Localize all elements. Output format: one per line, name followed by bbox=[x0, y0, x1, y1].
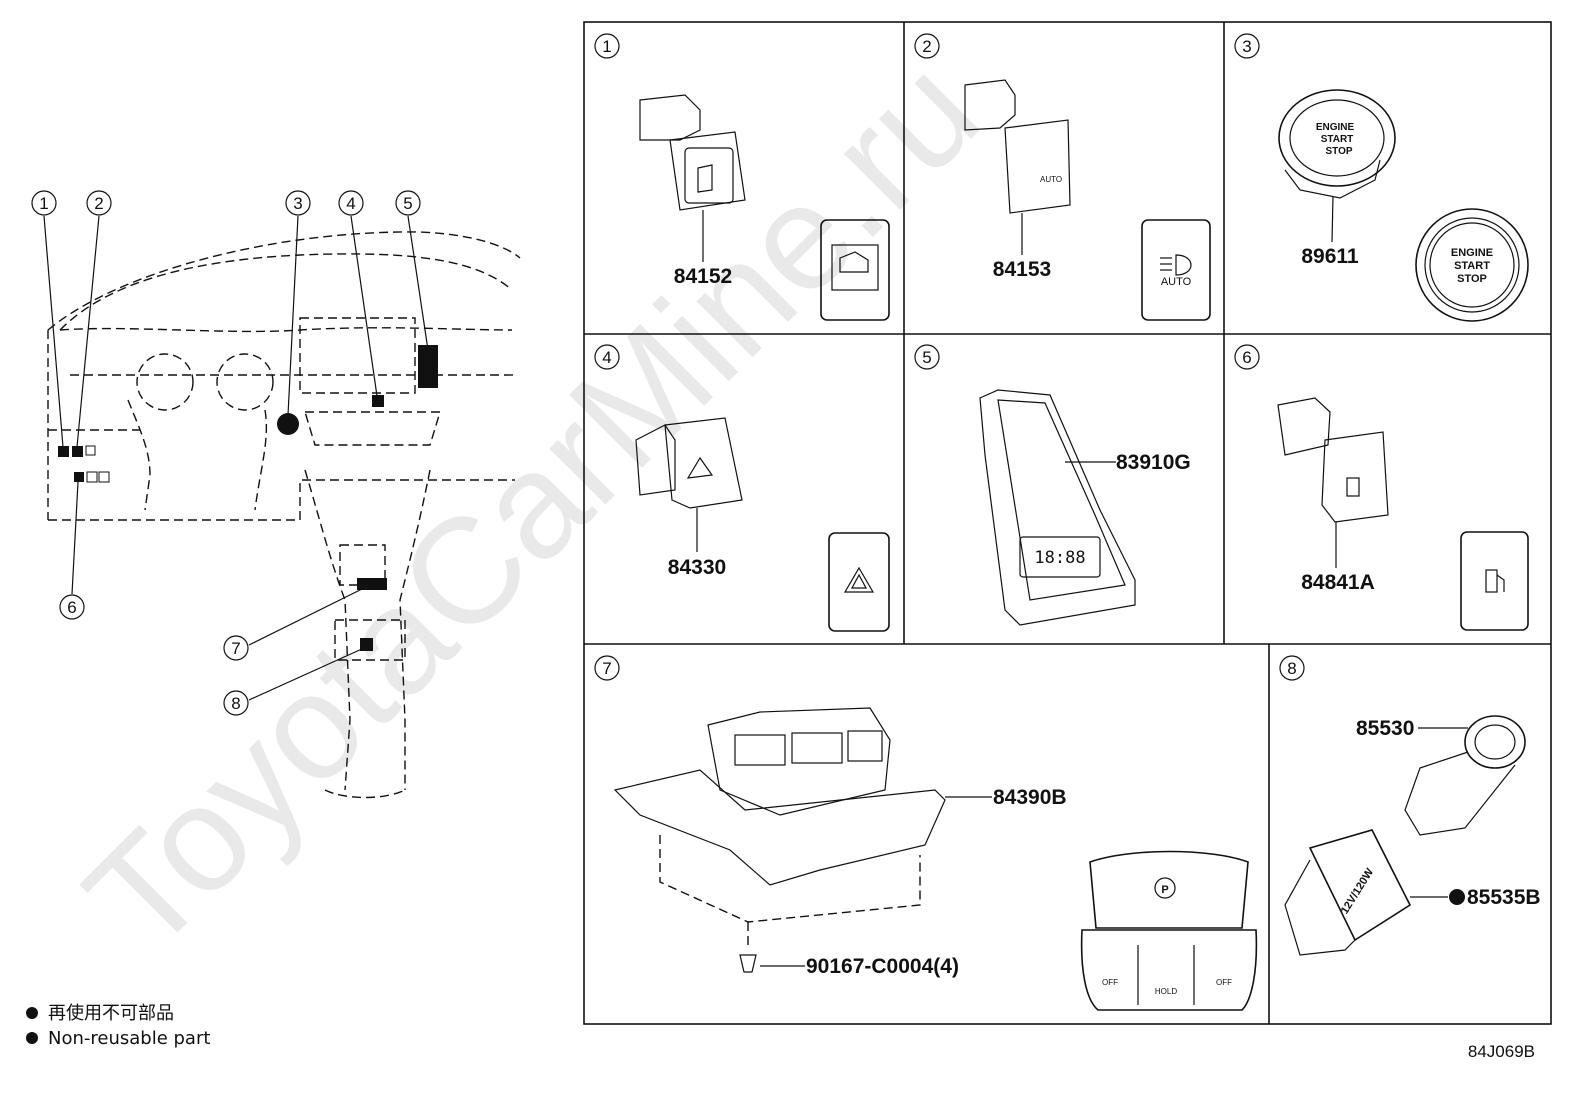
svg-text:START: START bbox=[1454, 260, 1490, 272]
part-number-84841A: 84841A bbox=[1301, 571, 1375, 594]
panel-3: 3 ENGINE START STOP 89611 ENGINE START S… bbox=[1234, 33, 1529, 322]
panel-6: 6 84841A bbox=[1234, 344, 1529, 631]
panel-5: 5 18:88 83910G bbox=[914, 344, 1191, 626]
panel-7: 7 84390B 90167-C0004(4) P OFF HOLD OFF bbox=[594, 655, 1258, 1011]
svg-text:6: 6 bbox=[67, 598, 76, 617]
parts-grid bbox=[583, 21, 1552, 1025]
switch-84152-drawing bbox=[639, 94, 746, 211]
panel-8: 8 85530 12V/120W 85535B bbox=[1279, 655, 1541, 956]
legend: 再使用不可部品 Non-reusable part bbox=[26, 1003, 210, 1049]
console-switch-assembly-drawing bbox=[613, 707, 946, 923]
svg-text:6: 6 bbox=[1242, 348, 1251, 367]
svg-text:P: P bbox=[1161, 884, 1168, 896]
engine-start-button-drawing: ENGINE START STOP bbox=[1278, 89, 1396, 199]
overview-callout-2: 2 bbox=[86, 190, 112, 216]
part-number-84152: 84152 bbox=[674, 265, 732, 288]
svg-text:3: 3 bbox=[293, 194, 302, 213]
power-outlet-85535B-drawing: 12V/120W bbox=[1284, 829, 1412, 956]
figure-code: 84J069B bbox=[1468, 1042, 1535, 1061]
svg-text:AUTO: AUTO bbox=[1040, 175, 1062, 184]
fuel-door-icon bbox=[1460, 531, 1529, 631]
svg-text:5: 5 bbox=[403, 194, 412, 213]
svg-text:STOP: STOP bbox=[1325, 146, 1352, 157]
watermark: ToyotaCarMine.ru bbox=[54, 27, 1010, 983]
mirror-switch-icon bbox=[820, 219, 890, 321]
engine-start-stop-icon: ENGINE START STOP bbox=[1415, 208, 1529, 322]
svg-text:OFF: OFF bbox=[1102, 978, 1118, 987]
svg-text:AUTO: AUTO bbox=[1161, 276, 1192, 288]
legend-en: Non-reusable part bbox=[48, 1028, 210, 1049]
panel-4: 4 84330 bbox=[594, 344, 890, 632]
svg-text:2: 2 bbox=[922, 37, 931, 56]
overview-callout-6: 6 bbox=[59, 594, 85, 620]
svg-text:4: 4 bbox=[346, 194, 355, 213]
svg-text:ENGINE: ENGINE bbox=[1316, 122, 1355, 133]
switch-84153-drawing: AUTO bbox=[964, 79, 1071, 214]
auto-headlight-icon: AUTO bbox=[1141, 219, 1211, 321]
parking-brake-panel-icon: P OFF HOLD OFF bbox=[1080, 850, 1258, 1011]
part-number-84153: 84153 bbox=[993, 258, 1051, 281]
hazard-icon bbox=[828, 532, 890, 632]
svg-text:START: START bbox=[1321, 134, 1354, 145]
panel-2: 2 AUTO 84153 AUTO bbox=[914, 33, 1211, 321]
svg-text:ENGINE: ENGINE bbox=[1451, 247, 1493, 259]
svg-text:4: 4 bbox=[602, 348, 611, 367]
clock-panel-drawing: 18:88 bbox=[979, 389, 1136, 626]
part-number-89611: 89611 bbox=[1301, 245, 1359, 268]
fuel-lid-switch-drawing bbox=[1277, 397, 1389, 523]
callout-leaders bbox=[43, 215, 429, 701]
overview-callout-5: 5 bbox=[395, 190, 421, 216]
part-number-84330: 84330 bbox=[668, 556, 726, 579]
svg-text:3: 3 bbox=[1242, 37, 1251, 56]
screw-drawing bbox=[739, 922, 757, 973]
part-number-83910G: 83910G bbox=[1116, 451, 1191, 474]
svg-text:18:88: 18:88 bbox=[1034, 548, 1085, 568]
svg-text:HOLD: HOLD bbox=[1155, 987, 1177, 996]
svg-text:OFF: OFF bbox=[1216, 978, 1232, 987]
svg-text:7: 7 bbox=[231, 639, 240, 658]
legend-jp: 再使用不可部品 bbox=[48, 1003, 174, 1024]
overview-callout-1: 1 bbox=[31, 190, 57, 216]
part-number-85535B: 85535B bbox=[1467, 886, 1541, 909]
svg-text:8: 8 bbox=[1287, 659, 1296, 678]
svg-text:1: 1 bbox=[39, 194, 48, 213]
power-outlet-85530-drawing bbox=[1404, 715, 1526, 836]
svg-text:5: 5 bbox=[922, 348, 931, 367]
svg-text:2: 2 bbox=[94, 194, 103, 213]
svg-text:7: 7 bbox=[602, 659, 611, 678]
part-number-90167-C0004: 90167-C0004(4) bbox=[806, 955, 959, 978]
svg-text:12V/120W: 12V/120W bbox=[1339, 866, 1377, 916]
overview-callout-4: 4 bbox=[338, 190, 364, 216]
hazard-switch-drawing bbox=[635, 417, 743, 509]
overview-callout-7: 7 bbox=[223, 635, 249, 661]
part-number-84390B: 84390B bbox=[993, 786, 1067, 809]
part-number-85530: 85530 bbox=[1356, 717, 1414, 740]
svg-text:STOP: STOP bbox=[1457, 273, 1487, 285]
svg-text:1: 1 bbox=[602, 37, 611, 56]
panel-1: 1 84152 bbox=[594, 33, 890, 321]
svg-text:8: 8 bbox=[231, 694, 240, 713]
overview-callout-3: 3 bbox=[285, 190, 311, 216]
dashboard-overview bbox=[47, 231, 521, 799]
overview-callout-8: 8 bbox=[223, 690, 249, 716]
